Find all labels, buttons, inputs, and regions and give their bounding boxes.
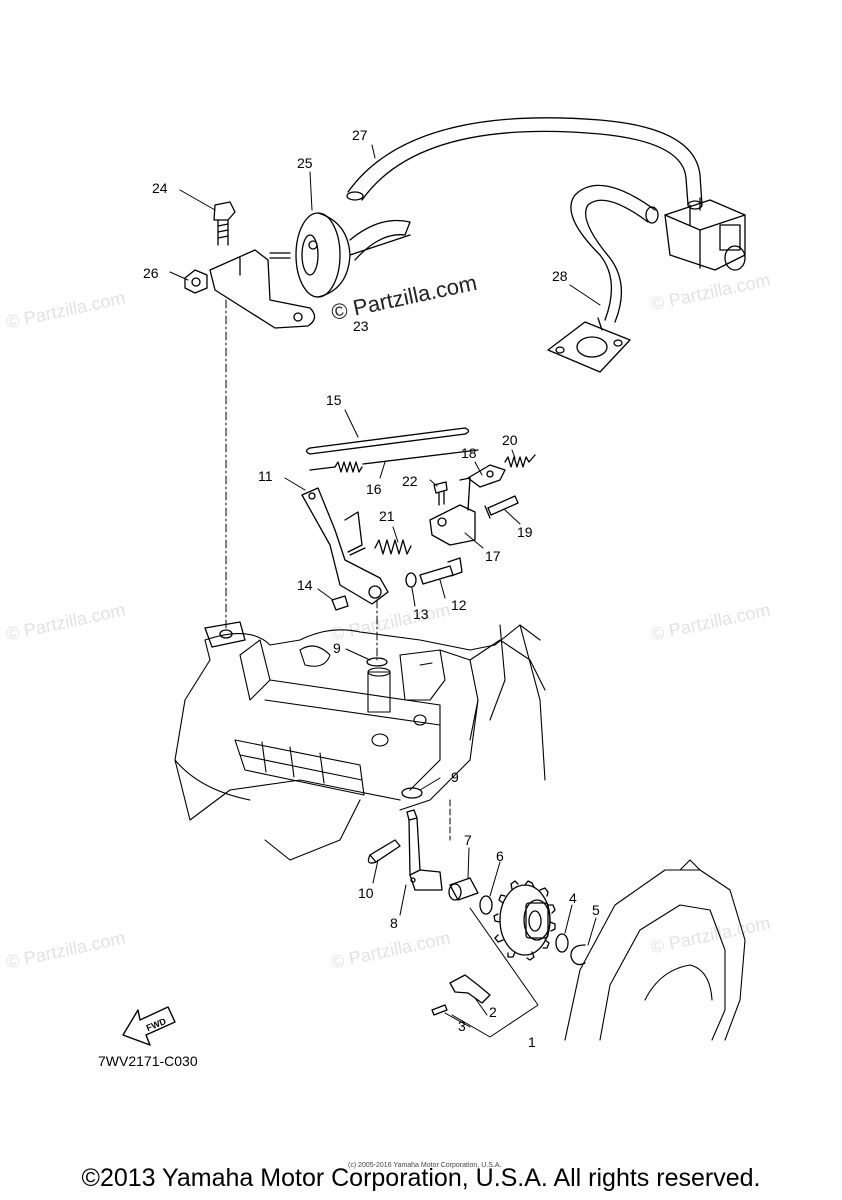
callout-bracket-1 [451,907,539,1038]
callout-28: 28 [552,268,568,284]
small-copyright: (c) 2005-2016 Yamaha Motor Corporation, … [348,1162,502,1169]
callout-9b: 9 [451,769,459,785]
callout-26: 26 [143,265,159,281]
callout-18: 18 [461,445,477,461]
callout-11: 11 [258,468,273,484]
gear [493,880,556,961]
shaft-boss [204,621,246,648]
fwd-arrow-icon: FWD [122,1006,176,1046]
collar-7 [448,877,479,901]
rod-15 [305,427,470,455]
spring-21 [374,539,412,555]
pin-3 [431,1004,448,1016]
callout-19: 19 [517,524,533,540]
screw-22 [433,481,448,506]
leader-lines [169,144,601,1028]
callout-labels: 27 25 24 26 23 28 15 16 11 18 20 22 21 1… [143,127,600,1050]
callout-20: 20 [502,432,518,448]
callout-23: 23 [353,318,369,334]
callout-8: 8 [390,915,398,931]
circlip-5 [570,944,586,966]
callout-6: 6 [496,848,504,864]
flange [547,317,631,373]
callout-5: 5 [592,902,600,918]
engine-case [174,624,546,861]
spring-16 [309,449,479,473]
pin-10 [367,839,401,864]
callout-7: 7 [464,832,472,848]
case-cover [564,859,746,1041]
clip-14 [331,595,349,611]
hose-28 [570,184,659,323]
washer-4 [555,933,569,953]
spring-20 [504,454,536,468]
bolt-19 [484,495,519,519]
callout-25: 25 [297,155,313,171]
bracket-17 [429,477,476,546]
callout-17: 17 [485,548,501,564]
air-valve [664,197,746,271]
callout-1: 1 [528,1034,536,1050]
actuator-25 [269,212,411,298]
callout-3: 3 [458,1018,466,1034]
callout-2: 2 [489,1004,497,1020]
callout-4: 4 [569,890,577,906]
washer-13 [405,572,417,588]
bracket-23 [209,249,316,329]
callout-12: 12 [451,597,467,613]
callout-14: 14 [297,577,313,593]
plate-2 [449,974,491,1004]
callout-22: 22 [402,473,418,489]
nut-26 [184,269,208,294]
shaft-8 [406,809,443,891]
washer-9 [401,787,423,799]
bolt-12 [419,557,463,585]
callout-15: 15 [326,392,342,408]
washer-6 [479,895,493,915]
callout-9a: 9 [333,640,341,656]
plate-18 [467,464,506,488]
callout-10: 10 [358,885,374,901]
callout-16: 16 [366,481,382,497]
washer-9 [366,657,388,667]
callout-24: 24 [152,180,168,196]
callout-13: 13 [413,606,429,622]
hose-27 [346,117,703,210]
bolt-24 [213,201,236,246]
lever-11 [301,487,389,605]
callout-27: 27 [352,127,368,143]
diagram-code: 7WV2171-C030 [98,1053,198,1069]
callout-21: 21 [379,508,395,524]
copyright-notice: ©2013 Yamaha Motor Corporation, U.S.A. A… [81,1164,761,1192]
